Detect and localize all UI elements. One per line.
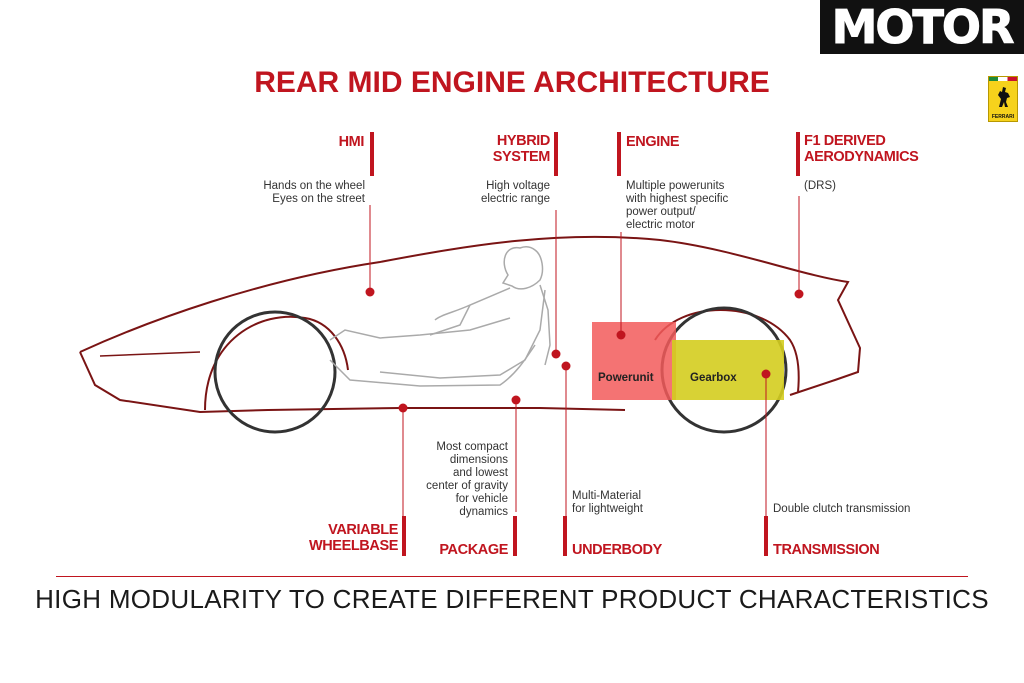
bar-wheelbase: [402, 516, 406, 556]
label-hmi-desc-line: Hands on the wheel: [263, 180, 365, 192]
label-hmi-title-line: HMI: [338, 134, 365, 150]
label-engine-title: ENGINE: [626, 134, 680, 150]
label-hmi-title: HMI: [290, 134, 365, 150]
label-package-desc-line: Most compact: [436, 441, 508, 453]
marker-engine: [616, 330, 626, 340]
page-title: REAR MID ENGINE ARCHITECTURE: [254, 66, 770, 99]
gearbox-label: Gearbox: [690, 372, 737, 384]
label-package-desc-line: for vehicle: [455, 493, 508, 505]
marker-transmission: [761, 369, 771, 379]
motor-logo: MOTOR: [820, 0, 1024, 55]
label-hybrid-title-line: HYBRID: [496, 133, 551, 149]
label-engine-desc-line: power output/: [626, 206, 696, 218]
bar-aero: [796, 132, 800, 176]
footer-divider: [56, 576, 968, 577]
label-transmission-title-line: TRANSMISSION: [773, 542, 880, 558]
driver-figure: [329, 245, 551, 387]
label-transmission-title: TRANSMISSION: [773, 542, 880, 558]
bar-engine: [617, 132, 621, 176]
label-engine-desc-line: Multiple powerunits: [626, 180, 725, 192]
label-aero-title-line: AERODYNAMICS: [804, 149, 919, 165]
label-engine-desc-line: with highest specific: [626, 193, 729, 205]
label-underbody-title-line: UNDERBODY: [572, 542, 662, 558]
label-hmi-desc: Hands on the wheel Eyes on the street: [200, 180, 365, 206]
label-engine-title-line: ENGINE: [626, 134, 680, 150]
label-underbody-desc: Multi-Material for lightweight: [572, 490, 643, 516]
label-package-desc-line: and lowest: [453, 467, 508, 479]
label-hybrid-desc-line: electric range: [480, 193, 550, 205]
label-engine-desc: Multiple powerunits with highest specifi…: [626, 180, 776, 232]
label-hybrid-title-line: SYSTEM: [492, 149, 551, 165]
label-hybrid-desc: High voltage electric range: [430, 180, 550, 206]
prancing-horse-icon: [998, 87, 1010, 107]
label-transmission-desc-line: Double clutch transmission: [773, 503, 911, 515]
label-wheelbase-title-line: WHEELBASE: [308, 538, 398, 554]
marker-package: [511, 395, 521, 405]
bar-package: [513, 516, 517, 556]
label-package-title-line: PACKAGE: [439, 542, 508, 558]
front-wheel: [213, 310, 337, 434]
label-package-desc: Most compact dimensions and lowest cente…: [380, 441, 508, 519]
footer-tagline: HIGH MODULARITY TO CREATE DIFFERENT PROD…: [35, 584, 989, 614]
badge-stripe: [989, 77, 1017, 81]
label-underbody-desc-line: for lightweight: [572, 503, 643, 515]
motor-logo-text: MOTOR: [831, 0, 1015, 55]
label-hmi-desc-line: Eyes on the street: [272, 193, 365, 205]
bar-hmi: [370, 132, 374, 176]
label-package-desc-line: dynamics: [459, 506, 508, 518]
label-aero-title: F1 DERIVED AERODYNAMICS: [804, 133, 919, 165]
label-underbody-title: UNDERBODY: [572, 542, 662, 558]
bar-underbody: [563, 516, 567, 556]
ferrari-badge: FERRARI: [988, 76, 1018, 122]
label-transmission-desc: Double clutch transmission: [773, 503, 910, 516]
label-aero-desc: (DRS): [804, 180, 836, 193]
label-package-title: PACKAGE: [420, 542, 508, 558]
label-aero-desc-line: (DRS): [804, 180, 836, 192]
car-body-outline: [79, 235, 862, 414]
label-aero-title-line: F1 DERIVED: [804, 133, 886, 149]
marker-hmi: [365, 287, 375, 297]
rear-wheel-arch: [654, 309, 800, 393]
label-wheelbase-title-line: VARIABLE: [328, 522, 398, 538]
label-wheelbase-title: VARIABLE WHEELBASE: [290, 522, 398, 554]
marker-underbody: [561, 361, 571, 371]
powerunit-block: [592, 322, 676, 400]
label-hybrid-desc-line: High voltage: [486, 180, 550, 192]
label-package-desc-line: dimensions: [449, 454, 508, 466]
marker-wheelbase: [398, 403, 408, 413]
label-underbody-desc-line: Multi-Material: [572, 490, 642, 502]
badge-text: FERRARI: [991, 114, 1015, 120]
bar-hybrid: [554, 132, 558, 176]
label-hybrid-title: HYBRID SYSTEM: [460, 133, 551, 165]
bar-transmission: [764, 516, 768, 556]
car-underline: [99, 351, 201, 357]
label-engine-desc-line: electric motor: [626, 219, 696, 231]
label-package-desc-line: center of gravity: [426, 480, 508, 492]
front-wheel-arch: [204, 315, 349, 411]
marker-aero: [794, 289, 804, 299]
powerunit-label: Powerunit: [598, 372, 654, 384]
marker-hybrid: [551, 349, 561, 359]
